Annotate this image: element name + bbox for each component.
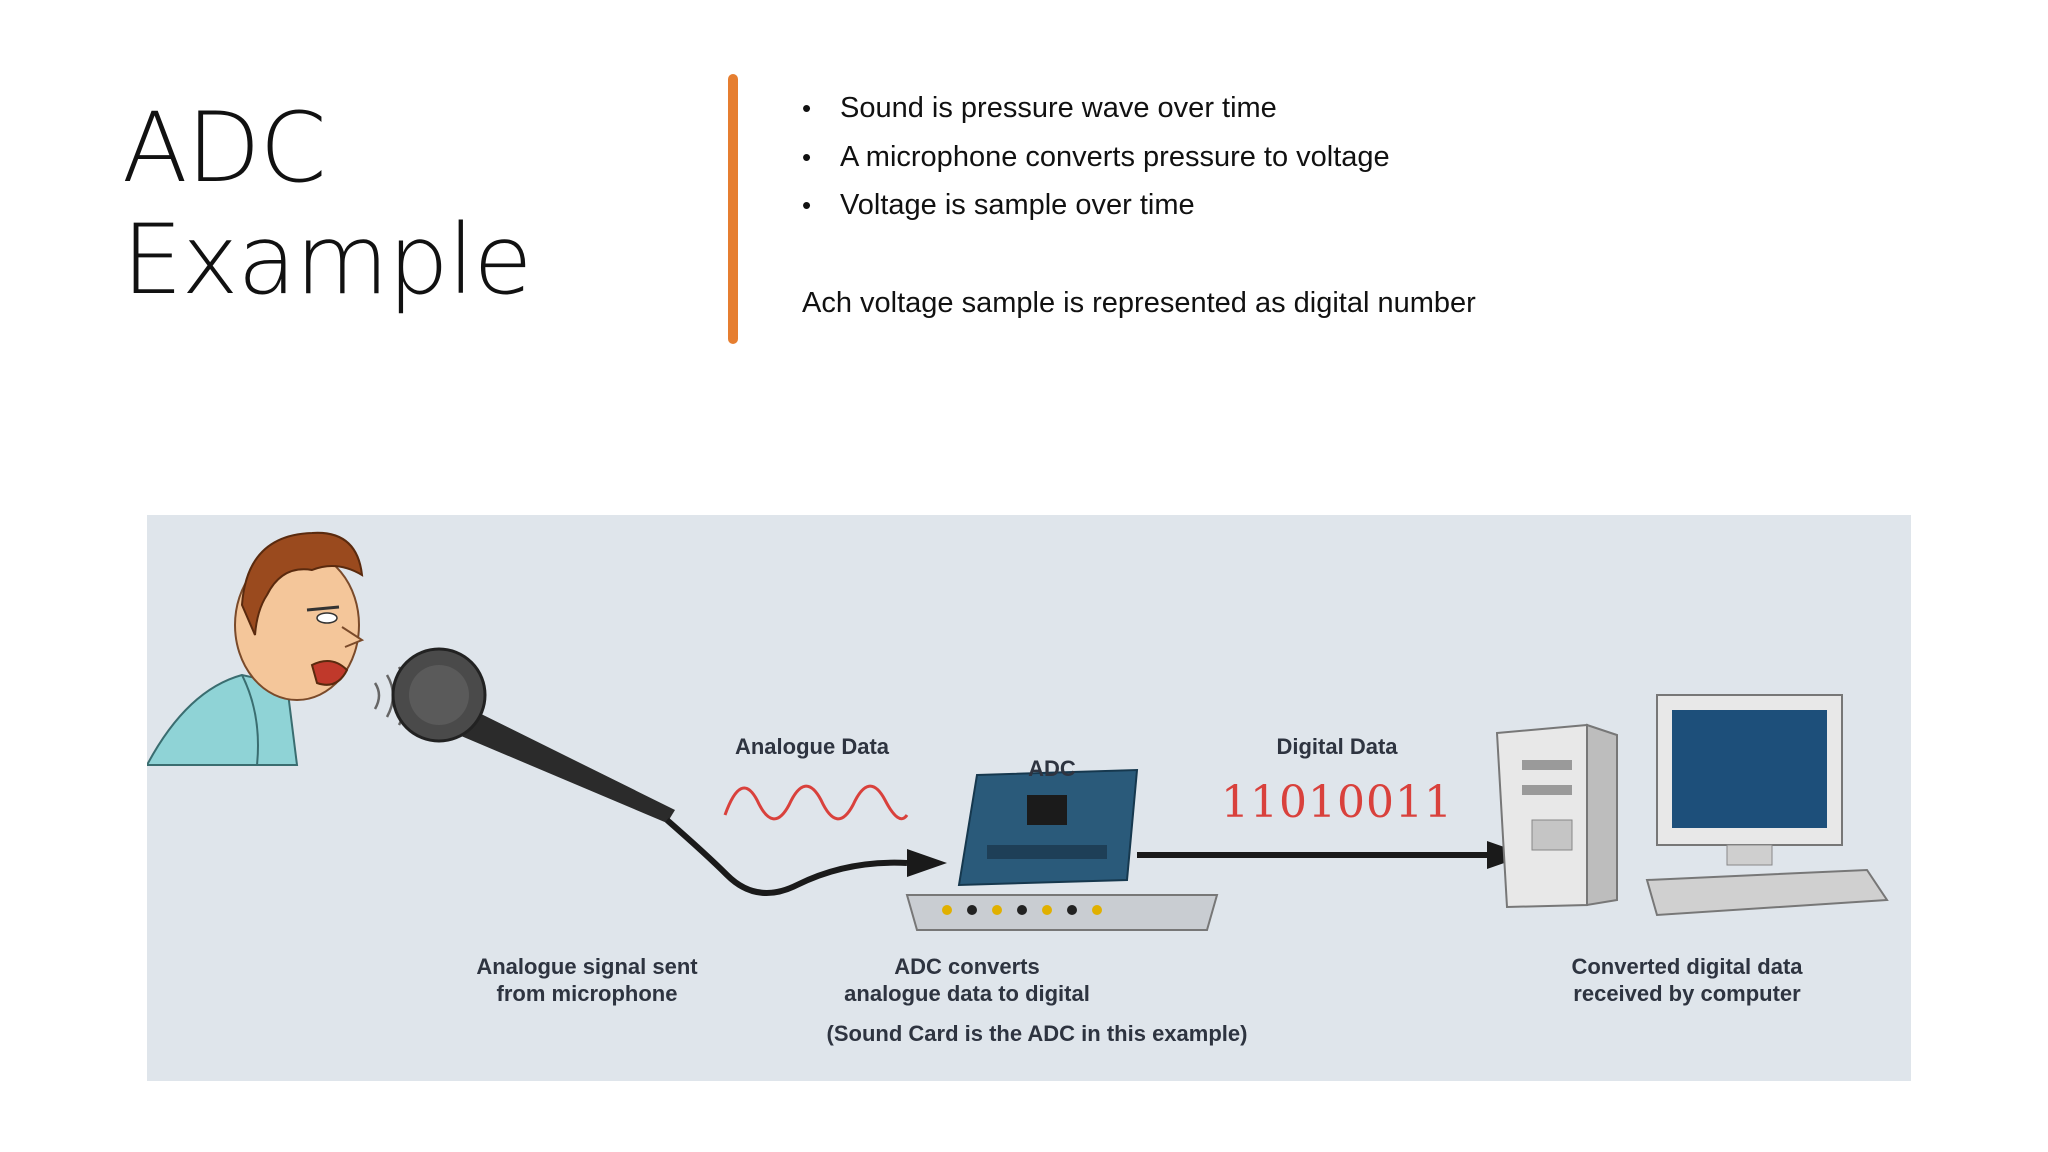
analogue-data-label: Analogue Data	[734, 734, 890, 759]
adc-diagram: Analogue Data ADC Digital Data 11010011 …	[147, 515, 1911, 1081]
caption-line: ADC converts	[894, 954, 1040, 979]
person-illustration	[147, 531, 409, 766]
accent-divider	[728, 74, 738, 344]
diagram-artwork	[147, 531, 1889, 931]
title-line-2: Example	[122, 204, 532, 316]
computer-caption: Converted digital data received by compu…	[1517, 953, 1857, 1007]
adc-label: ADC	[1028, 756, 1076, 781]
sound-card-illustration	[905, 768, 1219, 931]
microphone-caption: Analogue signal sent from microphone	[407, 953, 767, 1007]
digital-arrow	[1137, 841, 1527, 869]
caption-line: analogue data to digital	[844, 981, 1090, 1006]
bullet-item: A microphone converts pressure to voltag…	[802, 137, 1390, 186]
caption-line: Analogue signal sent	[476, 954, 698, 979]
adc-caption: ADC converts analogue data to digital	[767, 953, 1167, 1007]
sound-card-caption: (Sound Card is the ADC in this example)	[826, 1021, 1248, 1046]
analogue-wave	[723, 784, 909, 821]
bullet-item: Voltage is sample over time	[802, 185, 1390, 234]
computer-illustration	[1495, 694, 1889, 917]
caption-line: from microphone	[496, 981, 678, 1006]
binary-value: 11010011	[1221, 777, 1453, 828]
bullet-list: Sound is pressure wave over time A micro…	[802, 88, 1390, 234]
bullet-item: Sound is pressure wave over time	[802, 88, 1390, 137]
caption-line: Converted digital data	[1571, 954, 1803, 979]
microphone-illustration	[391, 647, 947, 896]
slide-title: ADC Example	[122, 92, 532, 316]
digital-data-label: Digital Data	[1276, 734, 1398, 759]
title-line-1: ADC	[122, 92, 327, 204]
note-text: Ach voltage sample is represented as dig…	[802, 287, 1476, 319]
caption-line: received by computer	[1573, 981, 1801, 1006]
